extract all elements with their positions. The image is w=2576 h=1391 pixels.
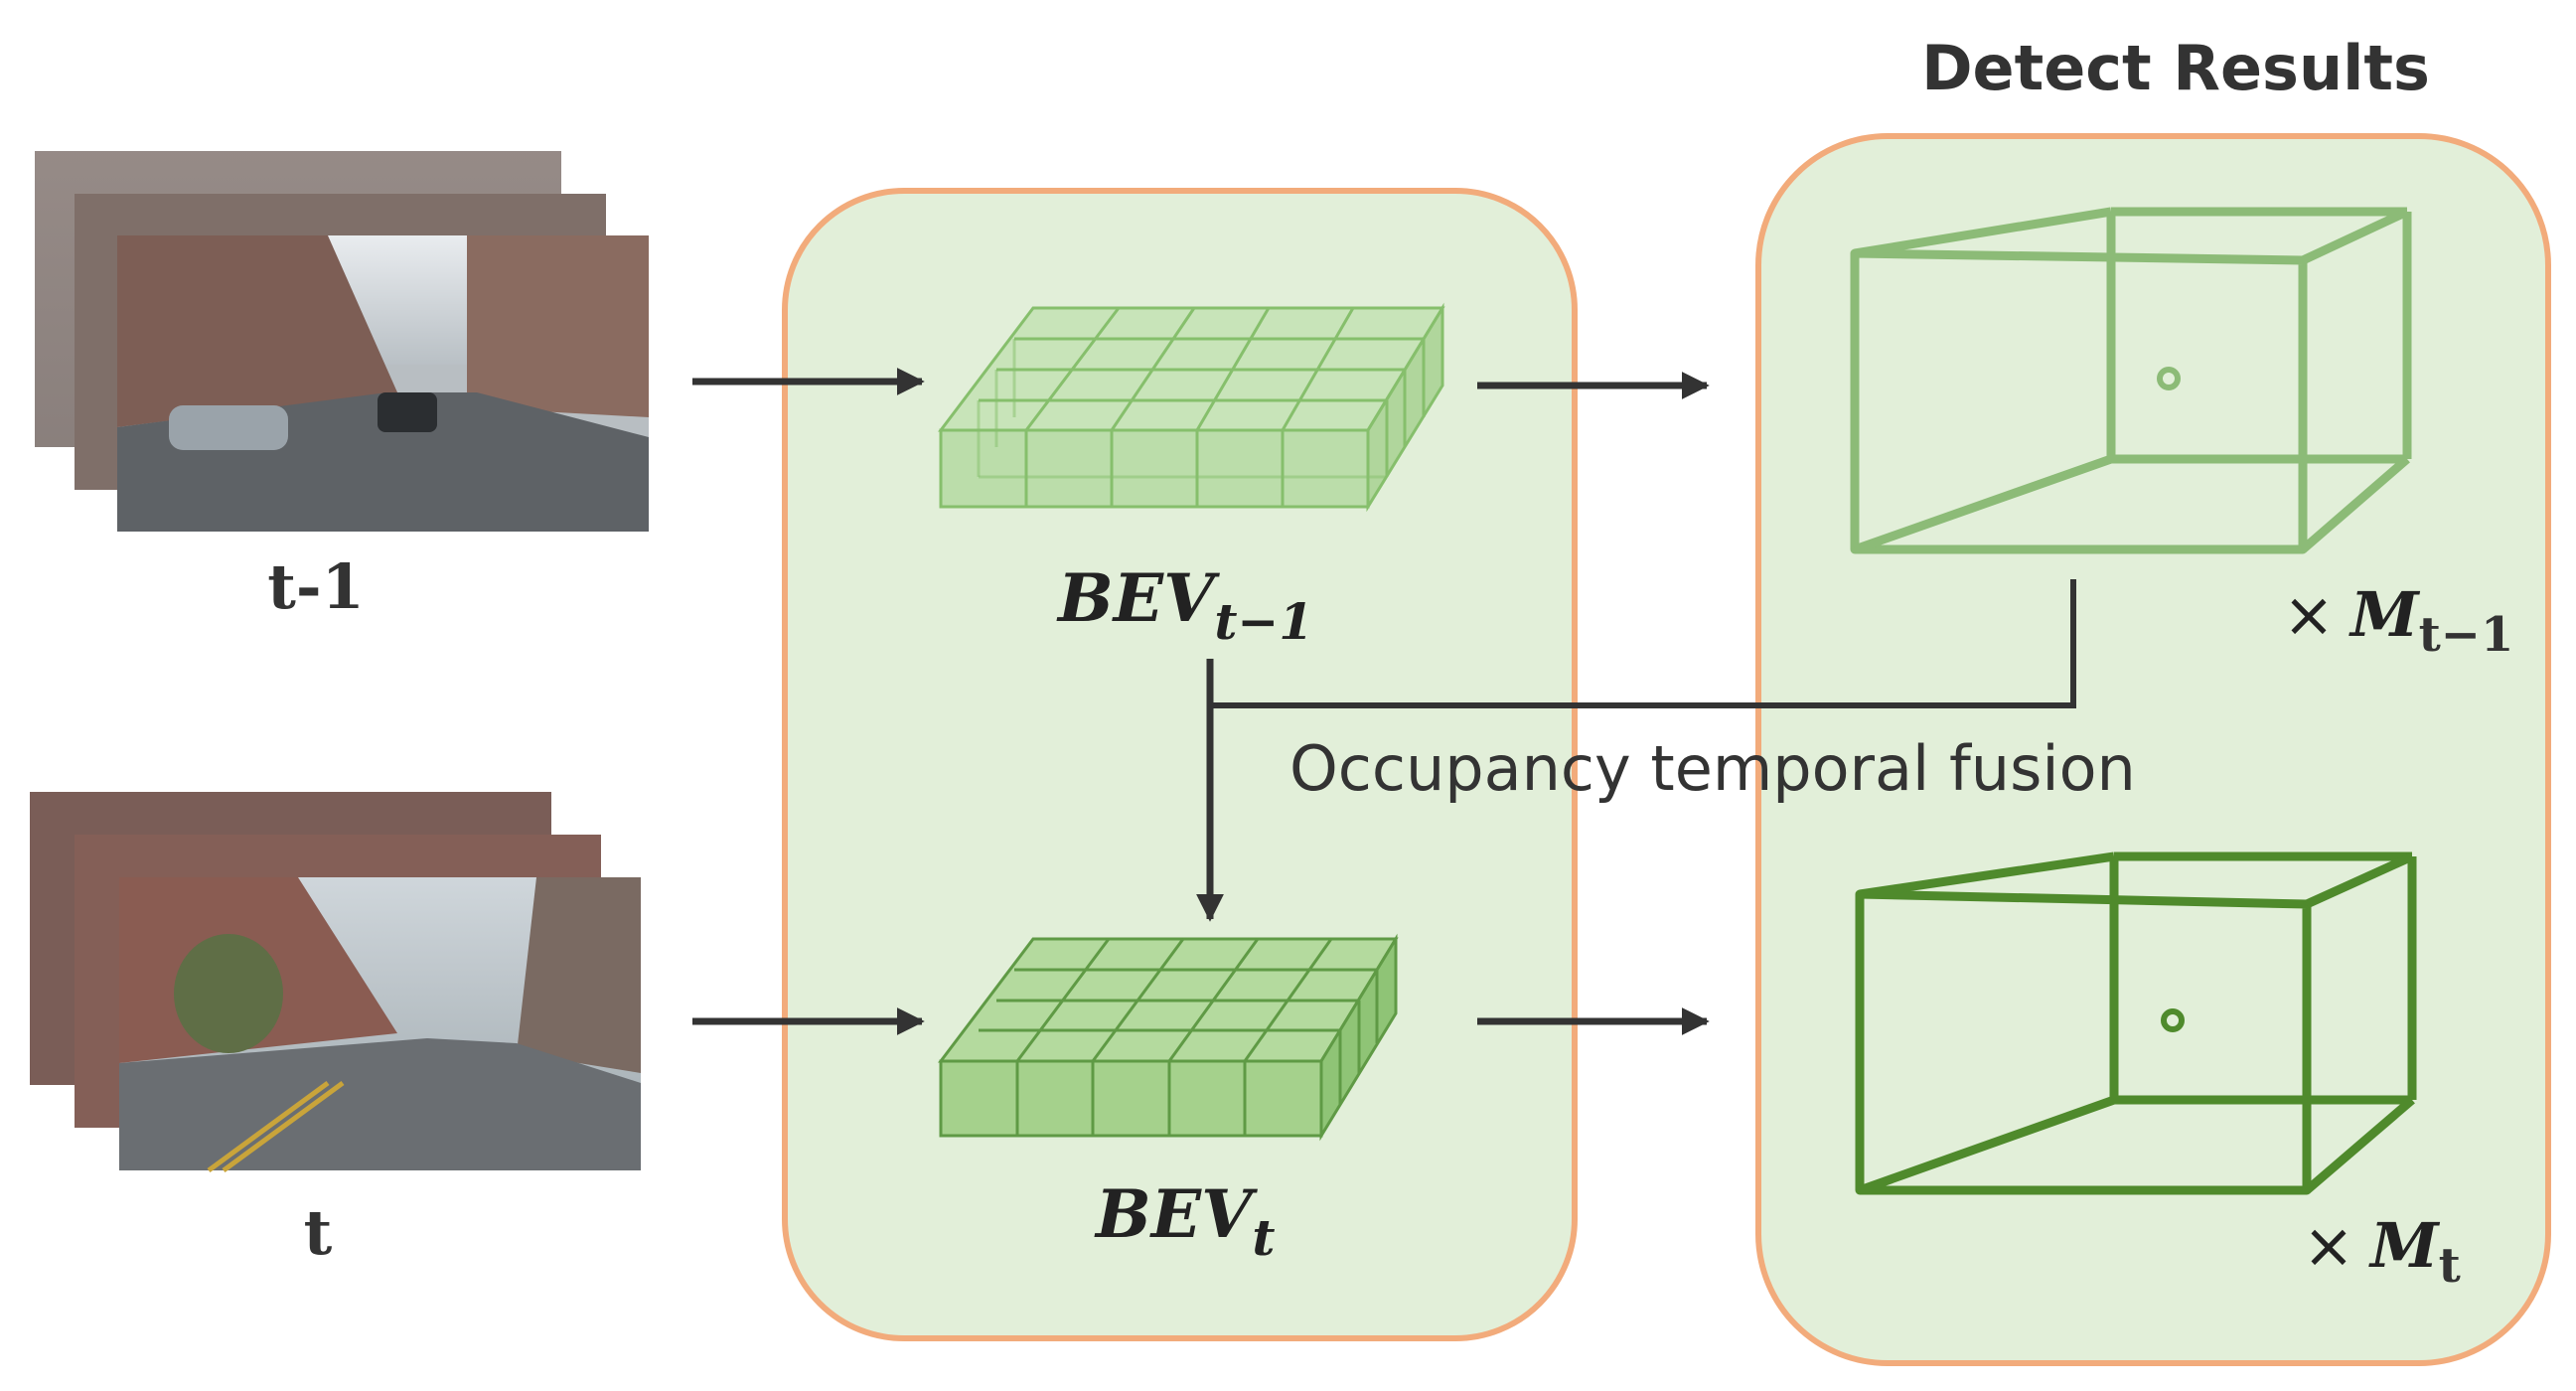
bev-label-curr-sub: t (1252, 1208, 1275, 1267)
m-label-prev-sub: t−1 (2419, 607, 2514, 663)
bev-label-prev-sub: t−1 (1214, 592, 1313, 651)
box-center-curr (2161, 1008, 2185, 1032)
mult-sign-prev: × (2283, 578, 2335, 651)
detect-results-title: Detect Results (1921, 32, 2430, 104)
m-label-curr-base: M (2368, 1209, 2441, 1282)
fusion-connector (1210, 579, 2076, 708)
mult-label-curr: ×Mt (2303, 1209, 2461, 1294)
detect-results-panel (1755, 133, 2551, 1366)
camera-frame-front (117, 235, 649, 532)
m-label-prev-base: M (2349, 578, 2421, 651)
bev-grid-prev (937, 302, 1445, 513)
bev-label-prev: BEVt−1 (1056, 559, 1313, 651)
fusion-label: Occupancy temporal fusion (1289, 732, 2136, 805)
box-center-prev (2157, 367, 2181, 390)
camera-frame-front (119, 877, 641, 1173)
frame-label-prev: t-1 (267, 550, 365, 623)
mult-sign-curr: × (2303, 1209, 2354, 1282)
bev-label-prev-base: BEV (1056, 559, 1220, 637)
frame-label-curr: t (304, 1196, 333, 1269)
m-label-curr-sub: t (2439, 1238, 2461, 1294)
detect-box-prev (1850, 207, 2412, 554)
mult-label-prev: ×Mt−1 (2283, 578, 2513, 663)
bev-grid-curr (937, 933, 1399, 1142)
detect-box-curr (1855, 851, 2417, 1195)
camera-stack-curr (30, 792, 641, 1173)
camera-stack-prev (35, 151, 649, 532)
bev-label-curr: BEVt (1094, 1175, 1275, 1267)
bev-label-curr-base: BEV (1094, 1175, 1258, 1253)
